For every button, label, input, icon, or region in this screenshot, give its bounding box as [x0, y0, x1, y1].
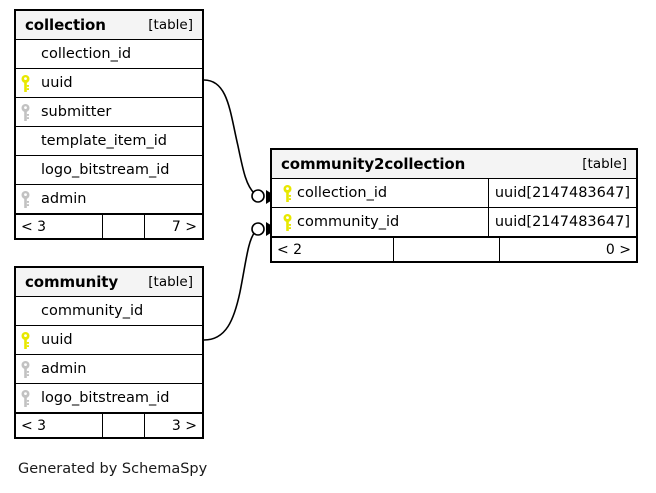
column-name: community_id — [297, 214, 400, 230]
column-name: logo_bitstream_id — [41, 162, 170, 178]
column-row[interactable]: admin — [16, 185, 202, 214]
relationship-collection-to-community2collection — [203, 79, 277, 204]
primary-key-icon — [16, 69, 35, 97]
foreign-key-icon — [16, 384, 35, 412]
entity-footer-community2collection: < 2 0 > — [272, 237, 636, 261]
foreign-key-icon — [16, 185, 35, 213]
footer-parent-count: < 2 — [277, 241, 303, 258]
column-name: community_id — [41, 303, 144, 319]
entity-collection[interactable]: collection [table] collection_id uuid — [14, 9, 204, 240]
column-row[interactable]: community_id uuid[2147483647] — [272, 208, 636, 237]
footer-middle — [102, 414, 145, 437]
column-name: collection_id — [41, 46, 132, 62]
column-row[interactable]: uuid — [16, 326, 202, 355]
relationship-community-to-community2collection — [203, 222, 277, 341]
column-name: submitter — [41, 104, 112, 120]
diagram-caption: Generated by SchemaSpy — [18, 461, 208, 477]
footer-child-count: 0 > — [605, 241, 631, 258]
foreign-key-icon — [16, 355, 35, 383]
column-row[interactable]: logo_bitstream_id — [16, 384, 202, 413]
entity-type-tag: [table] — [582, 156, 627, 172]
key-none-icon — [16, 297, 35, 325]
column-row[interactable]: template_item_id — [16, 127, 202, 156]
entity-header-community2collection: community2collection [table] — [272, 150, 636, 179]
cardinality-zero-marker — [251, 222, 265, 236]
column-name: admin — [41, 361, 87, 377]
column-name: logo_bitstream_id — [41, 390, 170, 406]
entity-title: community — [25, 273, 119, 291]
column-row[interactable]: collection_id — [16, 40, 202, 69]
footer-parent-count: < 3 — [21, 218, 47, 235]
primary-key-icon — [16, 326, 35, 354]
column-name: uuid — [41, 75, 73, 91]
entity-type-tag: [table] — [148, 274, 193, 290]
primary-key-icon — [278, 213, 297, 231]
entity-community2collection[interactable]: community2collection [table] collection_… — [270, 148, 638, 263]
column-name: template_item_id — [41, 133, 167, 149]
cardinality-zero-marker — [251, 189, 265, 203]
entity-title: community2collection — [281, 155, 466, 173]
column-name: uuid — [41, 332, 73, 348]
entity-footer-community: < 3 3 > — [16, 413, 202, 437]
footer-middle — [102, 215, 145, 238]
entity-community[interactable]: community [table] community_id uuid — [14, 266, 204, 439]
entity-type-tag: [table] — [148, 17, 193, 33]
entity-footer-collection: < 3 7 > — [16, 214, 202, 238]
column-row[interactable]: uuid — [16, 69, 202, 98]
column-row[interactable]: submitter — [16, 98, 202, 127]
footer-middle — [393, 238, 500, 261]
key-none-icon — [16, 156, 35, 184]
column-row[interactable]: logo_bitstream_id — [16, 156, 202, 185]
entity-header-collection: collection [table] — [16, 11, 202, 40]
footer-child-count: 7 > — [171, 218, 197, 235]
footer-child-count: 3 > — [171, 417, 197, 434]
foreign-key-icon — [16, 98, 35, 126]
column-name: collection_id — [297, 185, 388, 201]
entity-title: collection — [25, 16, 106, 34]
footer-parent-count: < 3 — [21, 417, 47, 434]
primary-key-icon — [278, 184, 297, 202]
column-name: admin — [41, 191, 87, 207]
column-type: uuid[2147483647] — [487, 208, 636, 236]
key-none-icon — [16, 127, 35, 155]
column-row[interactable]: admin — [16, 355, 202, 384]
column-row[interactable]: community_id — [16, 297, 202, 326]
column-row[interactable]: collection_id uuid[2147483647] — [272, 179, 636, 208]
entity-header-community: community [table] — [16, 268, 202, 297]
column-type: uuid[2147483647] — [487, 179, 636, 207]
key-none-icon — [16, 40, 35, 68]
